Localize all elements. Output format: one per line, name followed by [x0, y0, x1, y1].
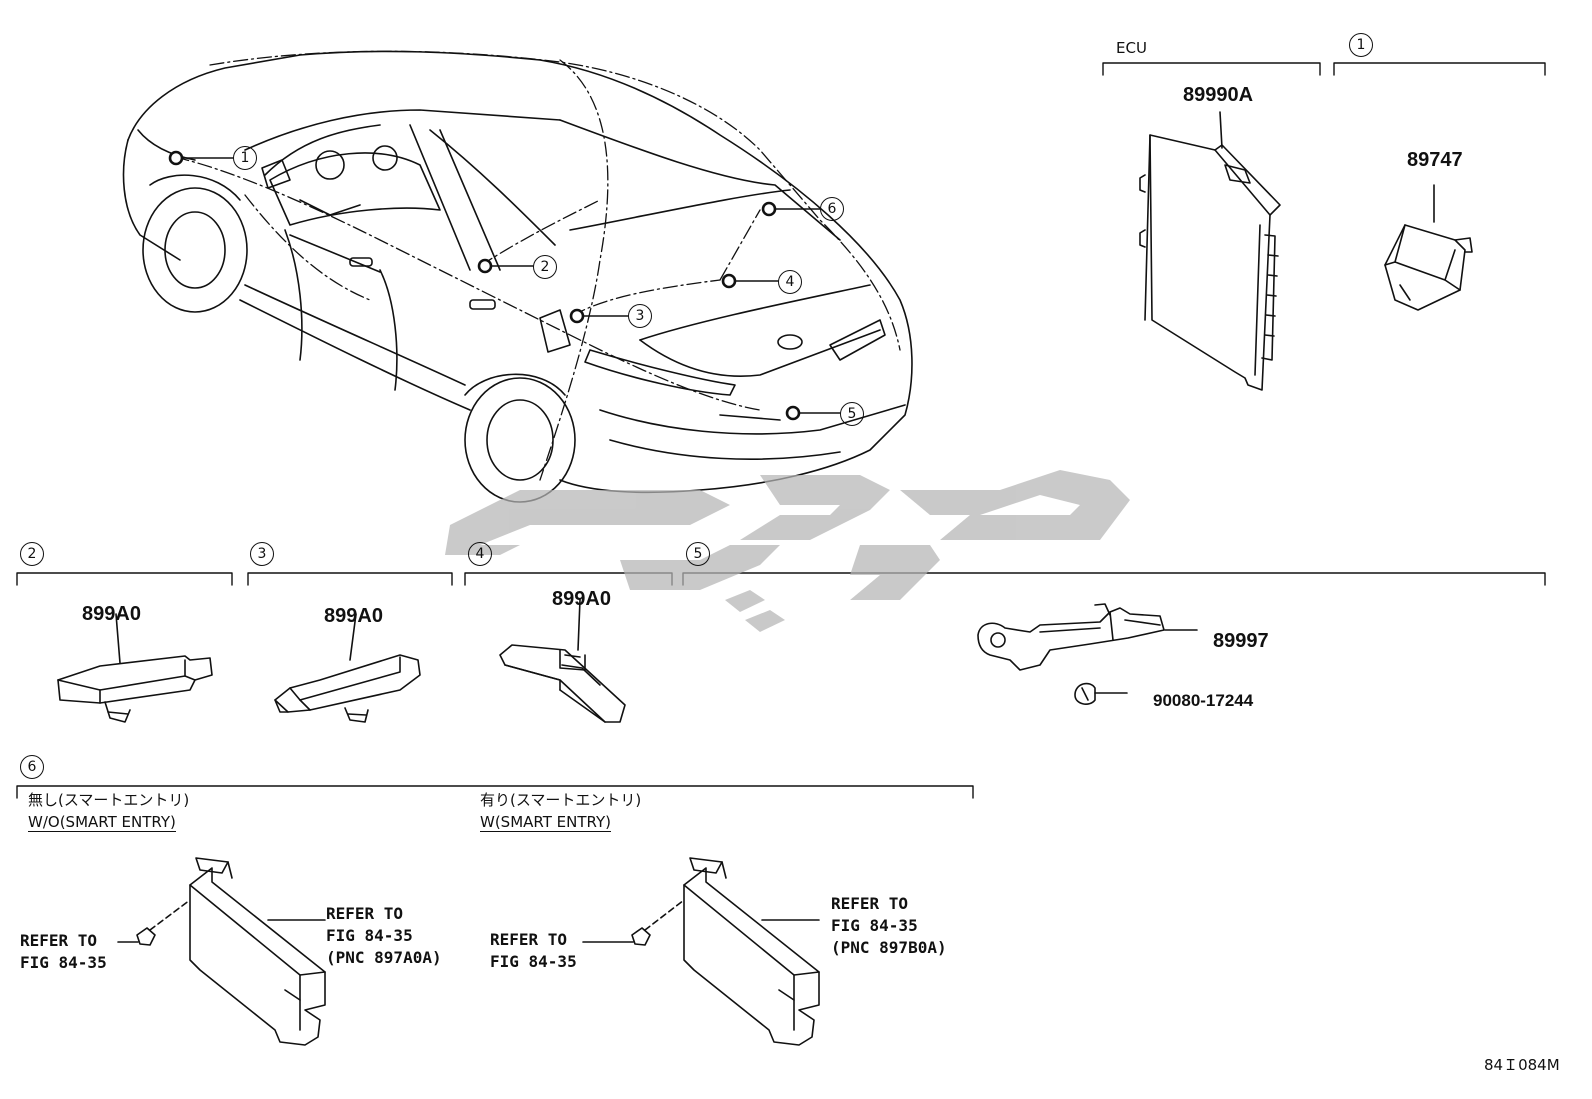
callout-4: 4	[778, 270, 802, 294]
section-4-number: 4	[468, 542, 492, 566]
w-ref-left: REFER TO FIG 84-35	[490, 930, 577, 971]
callout-1: 1	[233, 146, 257, 170]
part-number-899A0-c: 899A0	[552, 588, 611, 610]
section6-wo-drawing	[117, 857, 326, 1046]
wo-smart-entry-jp: 無し(スマートエントリ)	[28, 791, 190, 809]
callout-5: 5	[840, 402, 864, 426]
section-5-number: 5	[686, 542, 710, 566]
wo-ref-left: REFER TO FIG 84-35	[20, 931, 107, 972]
figure-code: 84Ｉ084M	[1484, 1056, 1560, 1074]
part-899A0-2-drawing	[57, 613, 213, 723]
wo-smart-entry-en: W/O(SMART ENTRY)	[28, 813, 176, 832]
callout-3: 3	[628, 304, 652, 328]
callout-6: 6	[820, 197, 844, 221]
section6-w-drawing	[582, 857, 820, 1046]
part-number-899A0-b: 899A0	[324, 605, 383, 627]
wiring-lines	[174, 50, 901, 481]
w-smart-entry-jp: 有り(スマートエントリ)	[480, 791, 642, 809]
part-89997-drawing	[977, 603, 1198, 705]
part-89747-drawing	[1384, 184, 1473, 311]
ecu-label: ECU	[1116, 39, 1147, 57]
section-brackets	[16, 62, 1546, 799]
part-number-89747: 89747	[1407, 149, 1463, 171]
part-number-89997: 89997	[1213, 630, 1269, 652]
part-899A0-4-drawing	[499, 599, 626, 723]
w-smart-entry-en: W(SMART ENTRY)	[480, 813, 612, 832]
wo-ref-right: REFER TO FIG 84-35 (PNC 897A0A)	[326, 904, 442, 967]
watermark-logo	[445, 470, 1130, 632]
car-illustration	[122, 50, 913, 503]
section-2-number: 2	[20, 542, 44, 566]
ecu-module-drawing	[1139, 111, 1281, 391]
part-899A0-3-drawing	[274, 613, 421, 723]
part-number-90080-17244: 90080-17244	[1153, 691, 1254, 710]
location-dots	[168, 150, 801, 421]
part-number-89990A: 89990A	[1183, 84, 1254, 106]
callout-2: 2	[533, 255, 557, 279]
section-3-number: 3	[250, 542, 274, 566]
part-number-899A0-a: 899A0	[82, 603, 141, 625]
w-ref-right: REFER TO FIG 84-35 (PNC 897B0A)	[831, 894, 947, 957]
section-6-number: 6	[20, 755, 44, 779]
section-1-number: 1	[1349, 33, 1373, 57]
